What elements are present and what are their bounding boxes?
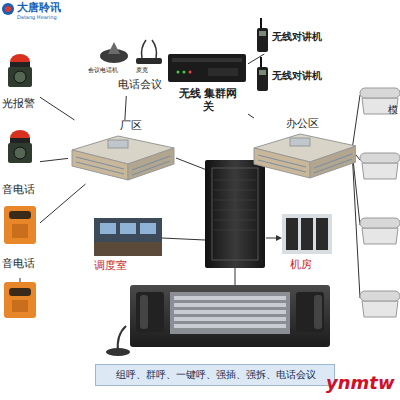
desk-mic <box>118 326 126 352</box>
photo-dispatch-room <box>94 218 162 256</box>
connector <box>40 184 86 223</box>
server-rack <box>205 160 265 268</box>
icon-holder <box>68 132 178 186</box>
phone-node: 音电话 <box>0 205 40 275</box>
radio-node: 无线对讲机 <box>255 18 333 54</box>
connector <box>40 158 68 161</box>
phone-symbol <box>4 282 36 318</box>
connector-line <box>248 114 254 118</box>
node-label: 无线 集群网关 <box>178 88 238 113</box>
gateway-node: 无线 集群网关 <box>168 52 248 124</box>
feature-band: 组呼、群呼、一键呼、强插、强拆、电话会议 <box>95 364 335 386</box>
console-phone <box>136 292 164 332</box>
dispatch-console <box>130 285 330 347</box>
icon-holder <box>255 57 270 97</box>
node-label: 麦克 <box>136 67 148 74</box>
room-node: 调度室 <box>94 218 162 278</box>
node-label: 厂区 <box>120 120 142 133</box>
icon-holder <box>3 205 37 249</box>
radio-node: 无线对讲机 <box>255 57 333 93</box>
icon-holder <box>94 38 164 70</box>
area-node: 办公区 <box>250 118 356 182</box>
photo-machine-room <box>282 214 332 254</box>
node-label: 电话会议 <box>118 79 162 92</box>
logo-mark <box>2 3 14 15</box>
node-label: 无线对讲机 <box>272 31 322 43</box>
building-illustration <box>68 132 178 182</box>
watermark: ynmtw <box>326 373 395 393</box>
console-phone <box>296 292 324 332</box>
icon-holder <box>250 130 356 184</box>
connector <box>40 97 75 120</box>
node-label: 音电话 <box>2 184 35 197</box>
node-label: 组呼、群呼、一键呼、强插、强拆、电话会议 <box>96 369 336 381</box>
icon-holder <box>5 52 35 94</box>
keypad <box>12 300 28 312</box>
icon-holder <box>94 218 162 260</box>
alarm-node: 光报警 <box>0 52 40 116</box>
node-label: 无线对讲机 <box>272 70 322 82</box>
node-label: 会议电话机 <box>88 67 118 74</box>
handset <box>140 295 148 329</box>
console-keys <box>174 296 286 328</box>
connector <box>248 114 254 118</box>
logo-subtitle: Datang Hearing <box>17 15 57 21</box>
node-label: 音电话 <box>2 258 35 271</box>
console-panel <box>170 292 290 334</box>
node-label: 调度室 <box>94 260 127 273</box>
connector-line <box>40 184 86 223</box>
icon-holder <box>168 52 248 88</box>
room-node: 机房 <box>282 214 336 276</box>
arrow-head <box>276 235 282 241</box>
alarm-node: 音电话 <box>0 128 40 200</box>
wires <box>20 95 360 298</box>
radio-symbol <box>255 57 270 93</box>
alarm-symbol <box>5 52 35 90</box>
logo-text: 大唐聆讯 <box>17 2 61 14</box>
building-illustration <box>250 130 356 180</box>
rack-vents <box>214 180 256 230</box>
rack-door <box>212 168 258 260</box>
node-label: 光报警 <box>2 98 35 111</box>
connector <box>125 96 126 120</box>
area-node: 厂区 <box>68 120 178 184</box>
analog-phones <box>360 88 400 317</box>
handset <box>314 295 322 329</box>
gateway-device <box>168 52 248 84</box>
phone-label: 模 <box>388 104 398 115</box>
connector-line <box>40 158 68 161</box>
conference-set <box>94 38 164 66</box>
radio-symbol <box>255 18 270 54</box>
icon-holder <box>5 128 35 170</box>
alarm-symbol <box>5 128 35 166</box>
logo-dot <box>5 6 11 12</box>
icon-holder <box>282 214 332 258</box>
node-label: 机房 <box>290 259 312 272</box>
handset <box>9 288 31 296</box>
connector-line <box>40 97 75 120</box>
connector-line <box>125 96 126 120</box>
conference-node: 会议电话机 麦克电话会议 <box>88 38 168 96</box>
phone-symbol <box>3 205 37 245</box>
icon-holder <box>255 18 270 58</box>
node-label: 办公区 <box>286 118 319 131</box>
